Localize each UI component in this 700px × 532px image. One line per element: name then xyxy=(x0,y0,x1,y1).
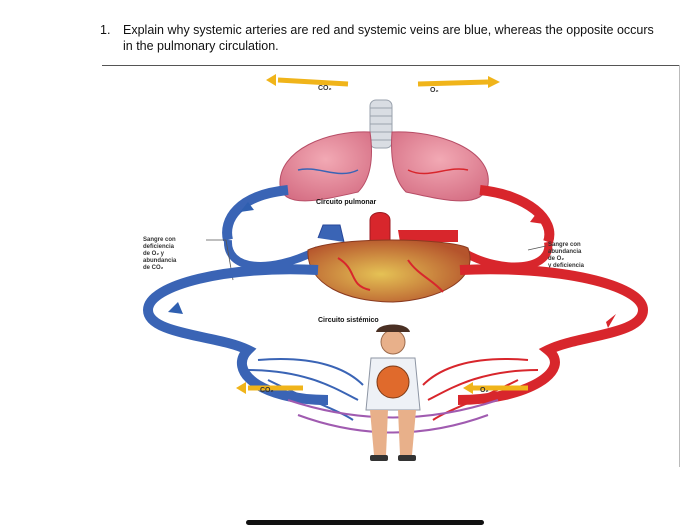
top-co2-label: CO₂ xyxy=(318,85,332,92)
figure-border xyxy=(679,65,680,467)
right-note-line-2: abundancia xyxy=(548,249,582,255)
bottom-gas-arrows: CO₂ O₂ xyxy=(236,382,528,394)
athlete-figure xyxy=(365,324,421,461)
left-note-line-3: de O₂ y xyxy=(143,251,165,257)
pulmonary-down-arrow xyxy=(530,214,544,224)
systemic-up-arrow xyxy=(168,302,183,314)
systemic-down-arrow xyxy=(606,314,616,328)
pulmonary-circuit-label: Circuito pulmonar xyxy=(316,199,377,206)
trachea xyxy=(369,99,393,149)
left-note-line-1: Sangre con xyxy=(143,237,176,243)
bottom-co2-label: CO₂ xyxy=(260,387,274,394)
left-note-line-5: de CO₂ xyxy=(143,265,164,271)
lungs xyxy=(279,131,489,202)
question-text: Explain why systemic arteries are red an… xyxy=(123,23,654,53)
right-note-line-1: Sangre con xyxy=(548,242,581,248)
circulation-diagram: CO₂ O₂ Circuito pulmonar xyxy=(108,70,678,470)
top-gas-arrows: CO₂ O₂ xyxy=(266,74,500,94)
right-note-line-4: y deficiencia xyxy=(548,263,585,269)
systemic-circuit-label: Circuito sistémico xyxy=(318,317,379,324)
home-indicator[interactable] xyxy=(246,520,484,525)
capillary-network xyxy=(247,358,539,434)
pulmonary-up-arrow xyxy=(240,202,254,212)
heart xyxy=(307,212,471,303)
bottom-o2-label: O₂ xyxy=(480,387,489,394)
left-note-line-4: abundancia xyxy=(143,258,177,264)
top-o2-label: O₂ xyxy=(430,87,439,94)
question-number: 1. xyxy=(100,23,111,37)
systemic-loop: Circuito sistémico xyxy=(142,264,649,405)
divider-line xyxy=(102,65,680,66)
right-note-line-3: de O₂ xyxy=(548,256,564,262)
circulation-svg: CO₂ O₂ Circuito pulmonar xyxy=(142,74,649,461)
left-note-line-2: deficiencia xyxy=(143,244,175,250)
